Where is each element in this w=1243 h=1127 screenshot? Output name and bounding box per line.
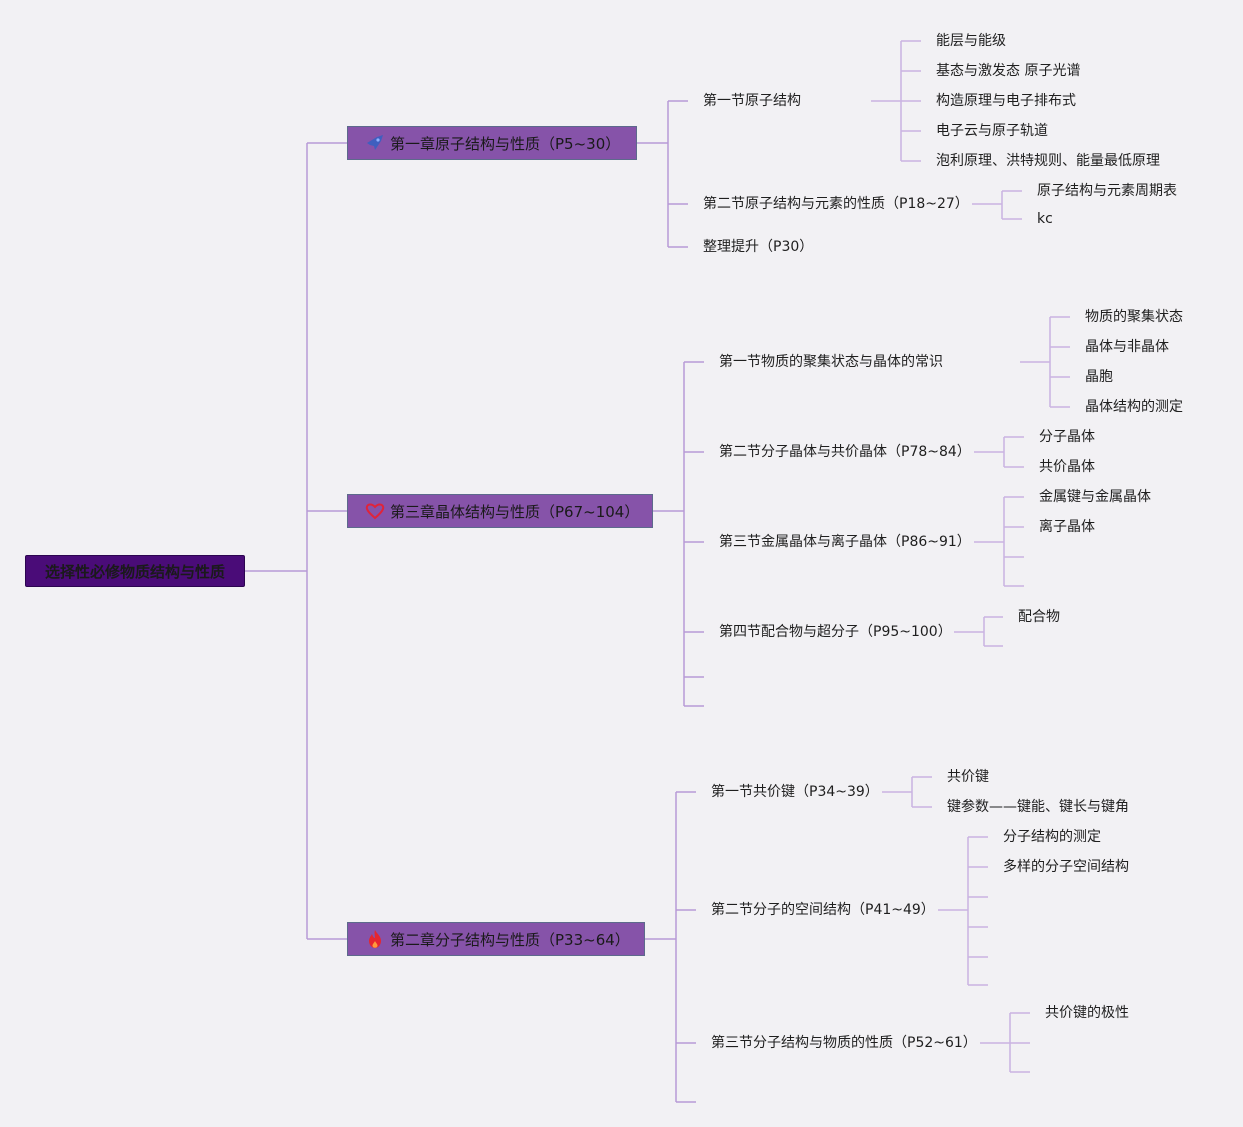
- ch3-section-1[interactable]: 第一节物质的聚集状态与晶体的常识: [719, 354, 943, 370]
- rocket-icon: [364, 133, 386, 153]
- ch1-s1-item-2[interactable]: 基态与激发态 原子光谱: [936, 63, 1081, 79]
- ch2-section-1[interactable]: 第一节共价键（P34~39）: [711, 784, 879, 800]
- heart-icon: [364, 501, 386, 521]
- ch3-s1-item-1[interactable]: 物质的聚集状态: [1085, 309, 1183, 325]
- ch3-s1-item-2[interactable]: 晶体与非晶体: [1085, 339, 1169, 355]
- chapter-1-node[interactable]: 第一章原子结构与性质（P5~30）: [347, 126, 637, 160]
- ch3-s2-item-1[interactable]: 分子晶体: [1039, 429, 1095, 445]
- ch1-section-1[interactable]: 第一节原子结构: [703, 93, 801, 109]
- ch3-s4-item-1[interactable]: 配合物: [1018, 609, 1060, 625]
- ch2-s3-item-1[interactable]: 共价键的极性: [1045, 1005, 1129, 1021]
- ch2-section-2[interactable]: 第二节分子的空间结构（P41~49）: [711, 902, 935, 918]
- ch1-s1-item-4[interactable]: 电子云与原子轨道: [936, 123, 1048, 139]
- fire-icon: [364, 929, 386, 949]
- ch2-section-3[interactable]: 第三节分子结构与物质的性质（P52~61）: [711, 1035, 977, 1051]
- ch1-section-2[interactable]: 第二节原子结构与元素的性质（P18~27）: [703, 196, 969, 212]
- ch3-s3-item-1[interactable]: 金属键与金属晶体: [1039, 489, 1151, 505]
- chapter-3-node[interactable]: 第三章晶体结构与性质（P67~104）: [347, 494, 653, 528]
- ch3-s2-item-2[interactable]: 共价晶体: [1039, 459, 1095, 475]
- ch2-s2-item-1[interactable]: 分子结构的测定: [1003, 829, 1101, 845]
- ch1-s2-item-1[interactable]: 原子结构与元素周期表: [1037, 183, 1177, 199]
- ch3-section-2[interactable]: 第二节分子晶体与共价晶体（P78~84）: [719, 444, 971, 460]
- ch1-section-3[interactable]: 整理提升（P30）: [703, 239, 814, 255]
- ch1-s1-item-5[interactable]: 泡利原理、洪特规则、能量最低原理: [936, 153, 1160, 169]
- ch2-s1-item-1[interactable]: 共价键: [947, 769, 989, 785]
- ch3-s1-item-4[interactable]: 晶体结构的测定: [1085, 399, 1183, 415]
- chapter-2-node[interactable]: 第二章分子结构与性质（P33~64）: [347, 922, 645, 956]
- ch3-s3-item-2[interactable]: 离子晶体: [1039, 519, 1095, 535]
- ch1-s1-item-3[interactable]: 构造原理与电子排布式: [936, 93, 1076, 109]
- root-node[interactable]: 选择性必修物质结构与性质: [25, 555, 245, 587]
- ch3-s1-item-3[interactable]: 晶胞: [1085, 369, 1113, 385]
- ch1-s1-item-1[interactable]: 能层与能级: [936, 33, 1006, 49]
- ch3-section-3[interactable]: 第三节金属晶体与离子晶体（P86~91）: [719, 534, 971, 550]
- ch3-section-4[interactable]: 第四节配合物与超分子（P95~100）: [719, 624, 952, 640]
- ch2-s1-item-2[interactable]: 键参数——键能、键长与键角: [947, 799, 1129, 815]
- ch2-s2-item-2[interactable]: 多样的分子空间结构: [1003, 859, 1129, 875]
- chapter-3-label: 第三章晶体结构与性质（P67~104）: [390, 502, 640, 521]
- chapter-2-label: 第二章分子结构与性质（P33~64）: [390, 930, 630, 949]
- ch1-s2-item-2[interactable]: kc: [1037, 211, 1053, 227]
- chapter-1-label: 第一章原子结构与性质（P5~30）: [390, 134, 621, 153]
